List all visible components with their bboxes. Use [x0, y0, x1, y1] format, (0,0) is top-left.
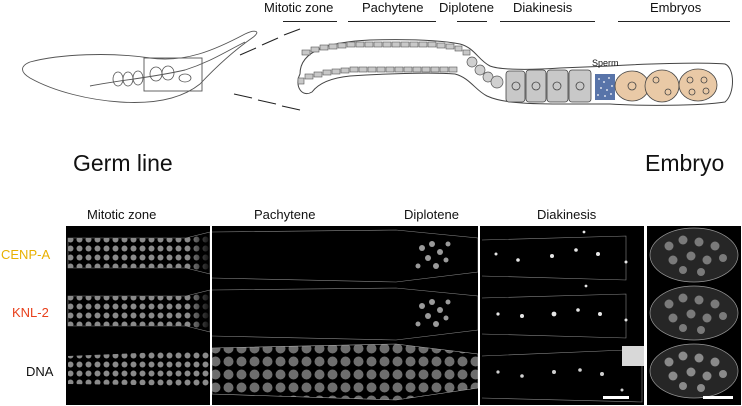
row-cenp-a-signal [67, 229, 628, 283]
germline-micrograph [66, 226, 644, 405]
stage-label-embryos: Embryos [650, 0, 702, 15]
embryo-row-dna [649, 343, 739, 399]
stage-bar-mitotic-zone [283, 21, 337, 22]
germ-cells-lower [297, 66, 458, 85]
worm-outline [22, 30, 258, 103]
section-title-germ-line: Germ line [73, 150, 173, 176]
oocytes [505, 69, 592, 103]
gonad-outline [297, 39, 733, 106]
divider-mitotic-pachytene [210, 226, 212, 405]
scale-bar-embryo [703, 396, 733, 399]
oocyte-nuclei [511, 81, 585, 91]
scale-bar-germline [603, 396, 629, 399]
stage-label-diakinesis: Diakinesis [513, 0, 573, 15]
row-label-cenp-a: CENP-A [1, 247, 51, 262]
section-title-embryo: Embryo [645, 150, 725, 176]
column-label-diplotene: Diplotene [404, 207, 459, 222]
sperm-mass [595, 74, 615, 100]
stage-bar-embryos [618, 21, 730, 22]
row-label-knl-2: KNL-2 [12, 305, 49, 320]
embryo-nuclei [627, 76, 710, 96]
row-label-dna: DNA [26, 364, 54, 379]
embryo-row-cenp-a [649, 227, 739, 283]
embryos [614, 68, 718, 103]
embryo-micrograph [647, 226, 741, 405]
embryo-row-knl-2 [649, 285, 739, 341]
stage-bar-diplotene [457, 21, 487, 22]
germline-micrograph-drawing [67, 226, 644, 405]
sperm-label: Sperm [592, 58, 619, 68]
stage-label-diplotene: Diplotene [439, 0, 494, 15]
stage-bar-pachytene [348, 21, 436, 22]
sperm-dots [597, 77, 613, 97]
diplotene-cells [466, 56, 504, 89]
stage-bar-diakinesis [500, 21, 595, 22]
zoom-box [143, 57, 203, 92]
embryo-micrograph-drawing [649, 227, 739, 399]
germ-cells-upper [301, 41, 471, 56]
divider-diplotene-diakinesis [478, 226, 480, 405]
stage-label-pachytene: Pachytene [362, 0, 424, 15]
column-label-diakinesis: Diakinesis [537, 207, 597, 222]
row-knl-2-signal [67, 284, 628, 341]
row-dna-signal [68, 343, 644, 403]
column-label-pachytene: Pachytene [254, 207, 316, 222]
zoom-dashes [233, 28, 301, 111]
column-label-mitotic-zone: Mitotic zone [87, 207, 157, 222]
worm-embryos [112, 65, 192, 87]
stage-label-mitotic-zone: Mitotic zone [264, 0, 334, 15]
